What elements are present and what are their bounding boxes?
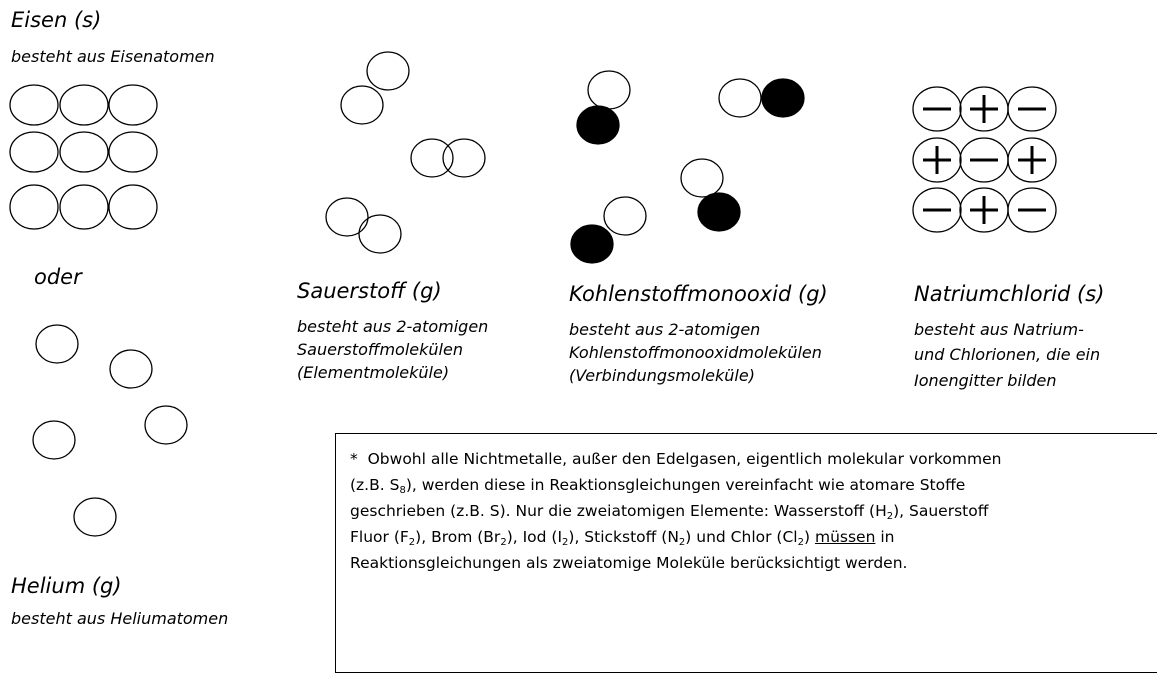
co-description-1: besteht aus 2-atomigen — [569, 320, 761, 339]
co-molecules — [570, 70, 805, 264]
helium-title: Helium (g) — [11, 574, 122, 598]
oxygen-atom — [358, 214, 402, 254]
oxygen-atom-filled — [761, 78, 805, 118]
carbon-atom — [718, 78, 762, 118]
iron-atom — [108, 84, 158, 126]
helium-atoms — [32, 324, 188, 537]
nacl-description-3: Ionengitter bilden — [914, 371, 1057, 390]
nacl-description-1: besteht aus Natrium- — [914, 320, 1084, 339]
helium-atom — [144, 405, 188, 445]
iron-atom — [9, 131, 59, 173]
helium-atom — [32, 420, 76, 460]
iron-atom — [108, 131, 158, 173]
chloride-ion — [1007, 86, 1057, 132]
oxygen-atom-filled — [576, 105, 620, 145]
note-line-4: Fluor (F2), Brom (Br2), Iod (I2), Sticks… — [350, 528, 895, 548]
oxygen-atom — [442, 138, 486, 178]
iron-atom — [59, 131, 109, 173]
oxygen-atom — [340, 85, 384, 125]
iron-atom — [108, 184, 158, 230]
nacl-lattice — [912, 86, 1057, 233]
co-description-2: Kohlenstoffmonooxidmolekülen — [569, 343, 822, 362]
helium-atom — [109, 349, 153, 389]
helium-atom — [35, 324, 79, 364]
oder-label: oder — [34, 265, 82, 289]
oxygen-description-2: Sauerstoffmolekülen — [297, 340, 463, 359]
sodium-ion — [912, 137, 962, 183]
iron-atom — [9, 84, 59, 126]
chloride-ion — [1007, 187, 1057, 233]
oxygen-title: Sauerstoff (g) — [297, 279, 442, 303]
oxygen-atom-filled — [570, 224, 614, 264]
iron-title: Eisen (s) — [11, 8, 102, 32]
co-description-3: (Verbindungsmoleküle) — [569, 366, 755, 385]
helium-description: besteht aus Heliumatomen — [11, 609, 229, 628]
oxygen-atom — [366, 51, 410, 91]
carbon-atom — [680, 158, 724, 198]
nacl-description-2: und Chlorionen, die ein — [914, 345, 1101, 364]
oxygen-molecules — [325, 51, 486, 254]
note-line-3: geschrieben (z.B. S). Nur die zweiatomig… — [350, 502, 989, 522]
oxygen-atom — [325, 197, 369, 237]
chloride-ion — [912, 86, 962, 132]
carbon-atom — [587, 70, 631, 110]
note-line-1: * Obwohl alle Nichtmetalle, außer den Ed… — [350, 450, 1002, 468]
nacl-title: Natriumchlorid (s) — [914, 282, 1105, 306]
particle-diagram — [9, 51, 1057, 537]
oxygen-description-1: besteht aus 2-atomigen — [297, 317, 489, 336]
chloride-ion — [912, 187, 962, 233]
oxygen-description-3: (Elementmoleküle) — [297, 363, 450, 382]
note-line-5: Reaktionsgleichungen als zweiatomige Mol… — [350, 554, 908, 572]
oxygen-atom — [410, 138, 454, 178]
carbon-atom — [603, 196, 647, 236]
sodium-ion — [1007, 137, 1057, 183]
iron-atom — [59, 84, 109, 126]
note-box: * Obwohl alle Nichtmetalle, außer den Ed… — [335, 433, 1157, 673]
iron-atom — [59, 184, 109, 230]
iron-lattice — [9, 84, 158, 230]
helium-atom — [73, 497, 117, 537]
iron-atom — [9, 184, 59, 230]
note-line-2: (z.B. S8), werden diese in Reaktionsglei… — [350, 476, 966, 496]
oxygen-atom-filled — [697, 192, 741, 232]
iron-description: besteht aus Eisenatomen — [11, 47, 215, 66]
co-title: Kohlenstoffmonooxid (g) — [569, 282, 828, 306]
